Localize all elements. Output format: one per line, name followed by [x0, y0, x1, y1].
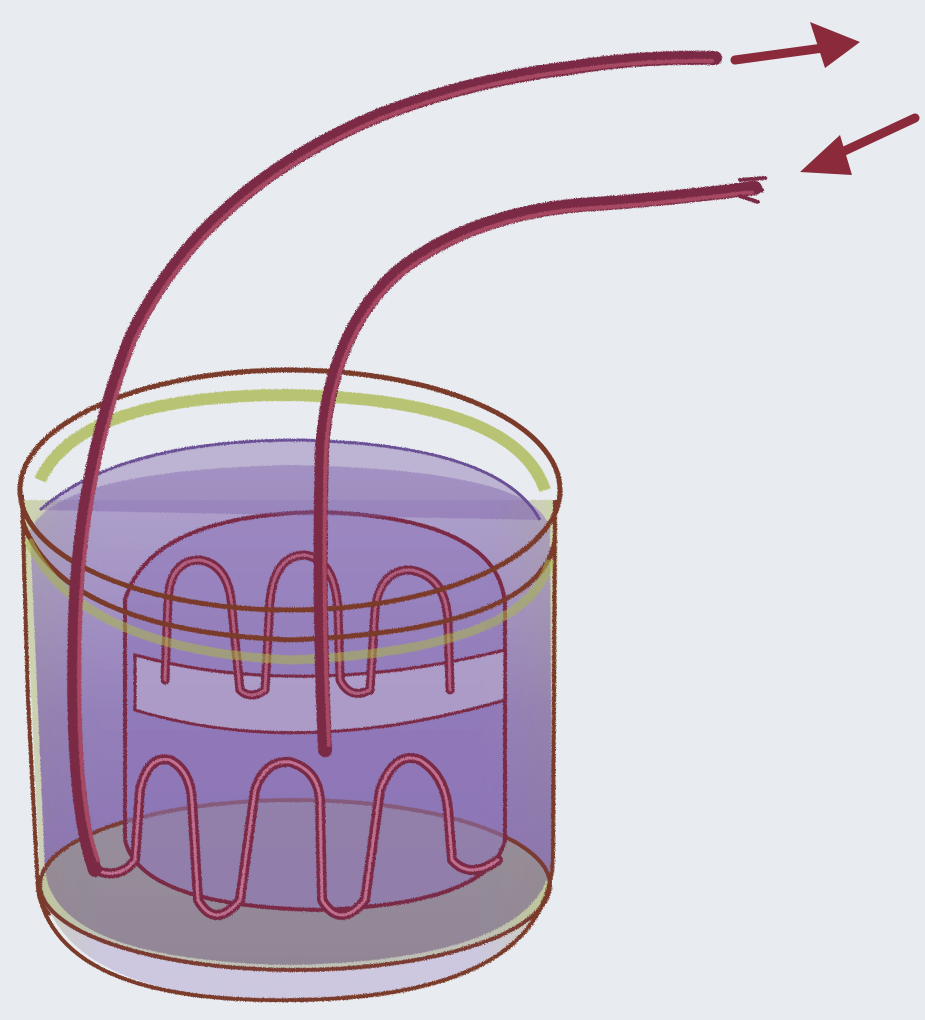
- heat-exchanger-sketch: [0, 0, 925, 1020]
